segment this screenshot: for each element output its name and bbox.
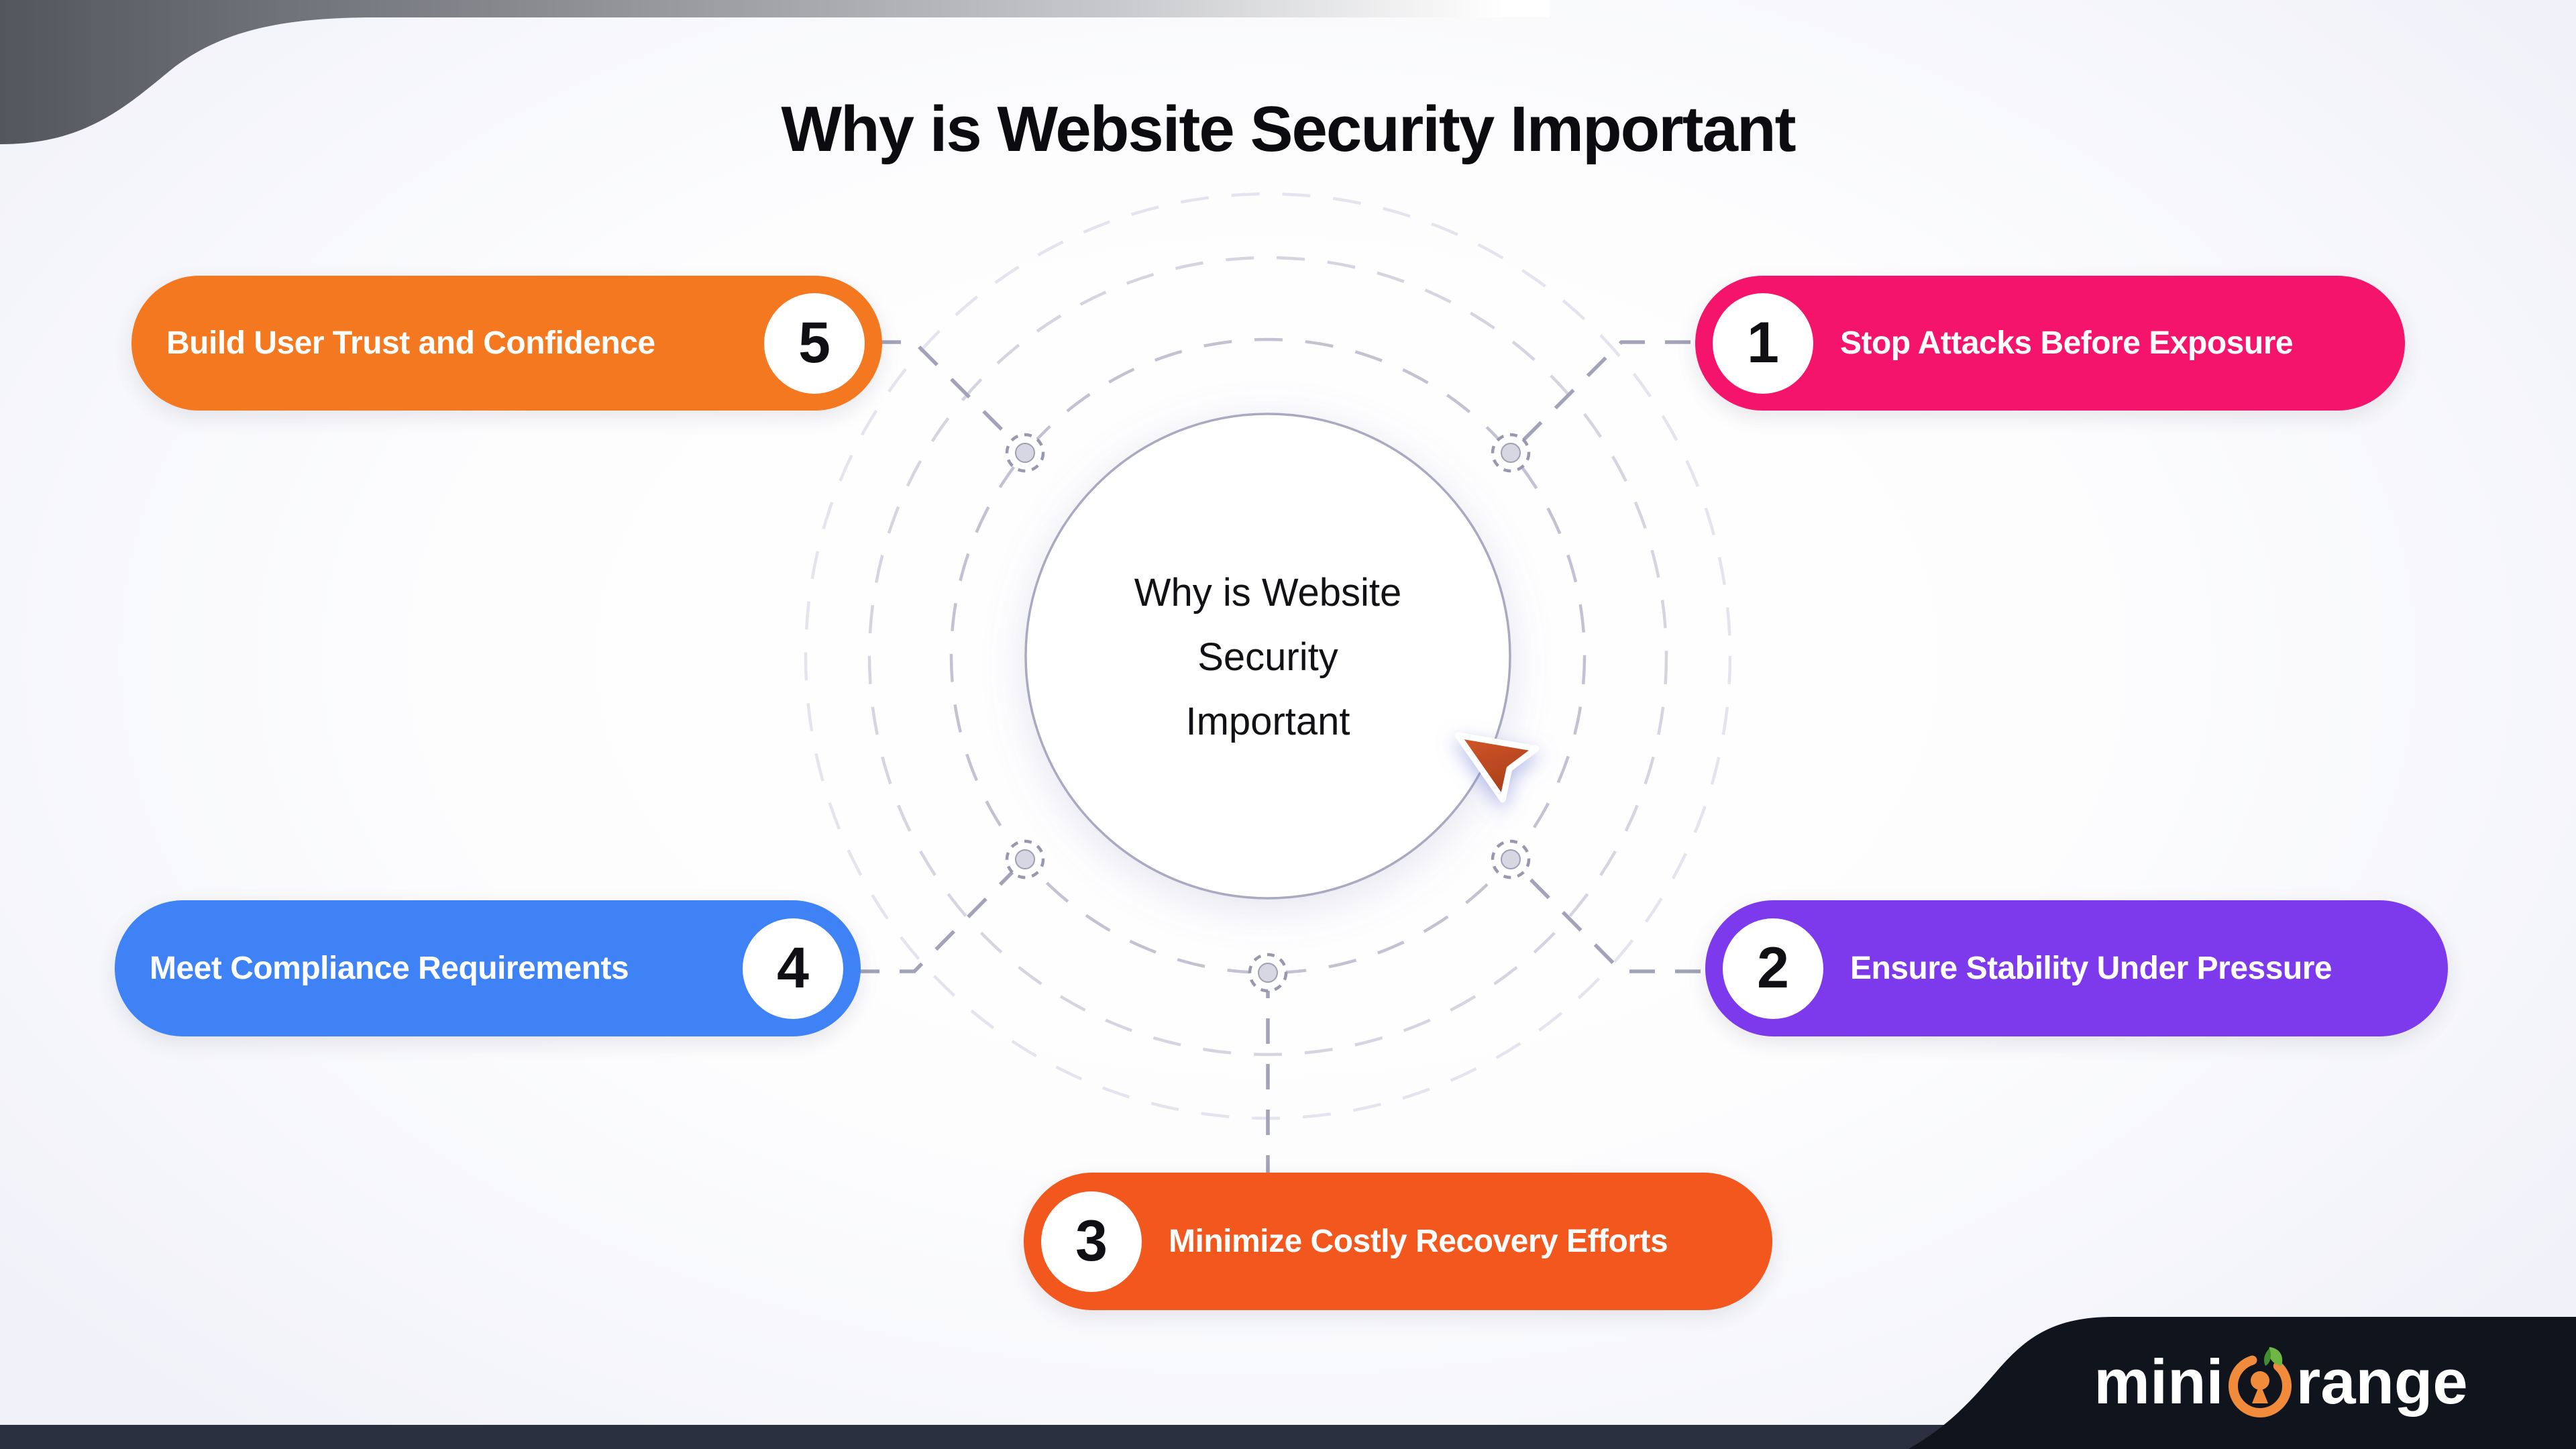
badge-label-2: Ensure Stability Under Pressure — [1850, 951, 2332, 986]
orbit-ring-middle — [867, 256, 1668, 1057]
badge-label-1: Stop Attacks Before Exposure — [1840, 325, 2294, 361]
badge-meet-compliance: Meet Compliance Requirements 4 — [115, 900, 861, 1036]
orbit-node-top-left — [1005, 433, 1045, 473]
orbit-node-bottom-right — [1491, 839, 1531, 879]
cursor-icon — [1454, 732, 1540, 803]
badge-label-3: Minimize Costly Recovery Efforts — [1169, 1224, 1668, 1259]
orbit-node-bottom — [1248, 953, 1288, 993]
badge-label-5: Build User Trust and Confidence — [166, 325, 655, 361]
logo-text-mini: mini — [2094, 1346, 2224, 1417]
connector-bottom-left — [808, 858, 1026, 973]
center-circle-label: Why is Website Security Important — [966, 561, 1570, 754]
badge-number-5: 5 — [764, 292, 865, 394]
top-left-corner-decor — [0, 0, 1550, 144]
connector-top-left — [830, 340, 1026, 454]
miniorange-logo: mini range — [2066, 1338, 2496, 1426]
center-label-line-1: Why is Website — [1134, 571, 1402, 614]
badge-build-trust: Build User Trust and Confidence 5 — [131, 276, 882, 411]
logo-text-range: range — [2296, 1346, 2468, 1417]
center-circle — [1024, 413, 1511, 900]
logo-plate — [1909, 1317, 2576, 1449]
connector-bottom-right — [1509, 858, 1701, 973]
badge-stop-attacks: 1 Stop Attacks Before Exposure — [1695, 276, 2405, 411]
badge-ensure-stability: 2 Ensure Stability Under Pressure — [1705, 900, 2448, 1036]
center-label-line-3: Important — [1185, 700, 1350, 743]
badge-number-2: 2 — [1723, 918, 1823, 1019]
badge-minimize-recovery: 3 Minimize Costly Recovery Efforts — [1024, 1173, 1772, 1310]
connector-top-right — [1509, 340, 1690, 454]
orbit-nodes — [1005, 433, 1531, 993]
orbit-ring-inner — [949, 337, 1587, 975]
badge-number-3: 3 — [1041, 1191, 1142, 1292]
badge-number-4: 4 — [743, 918, 843, 1019]
page-title: Why is Website Security Important — [781, 93, 1796, 165]
center-label-line-2: Security — [1197, 635, 1338, 679]
orbit-node-top-right — [1491, 433, 1531, 473]
badge-label-4: Meet Compliance Requirements — [150, 951, 629, 986]
orbit-node-bottom-left — [1005, 839, 1045, 879]
badge-number-1: 1 — [1713, 292, 1813, 394]
logo-orange-o-icon — [2228, 1347, 2292, 1417]
